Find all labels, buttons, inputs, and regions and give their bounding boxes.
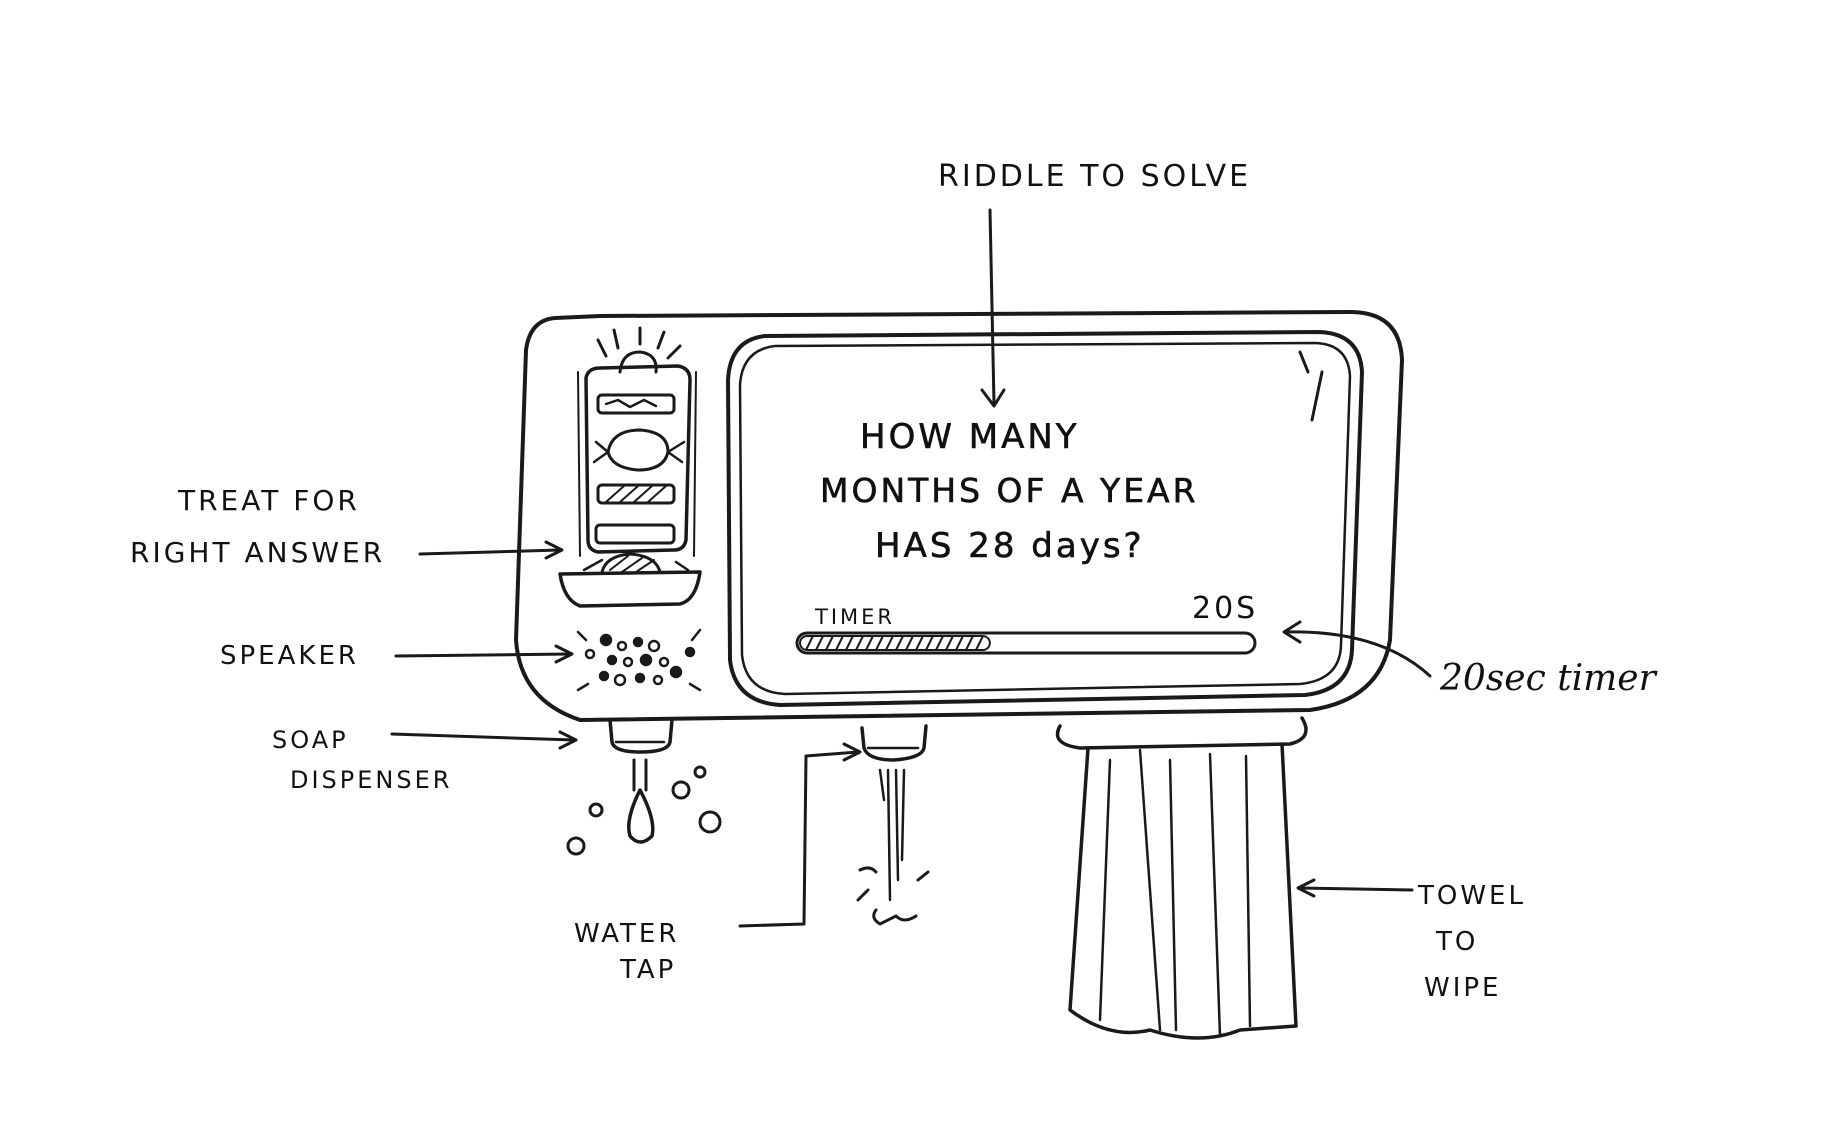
speaker-hole bbox=[606, 654, 618, 666]
label-soap-line-2: DISPENSER bbox=[290, 766, 452, 794]
speaker-hole bbox=[632, 636, 644, 648]
timer-fill-hatch bbox=[845, 635, 854, 651]
speaker-hole bbox=[639, 653, 653, 667]
water-splash bbox=[856, 866, 930, 926]
speaker-hole bbox=[658, 656, 670, 668]
timer-fill-hatch bbox=[805, 635, 814, 651]
speaker-hole bbox=[684, 646, 696, 658]
timer-fill-hatch bbox=[975, 635, 984, 651]
treat-dispenser bbox=[558, 326, 702, 608]
riddle-question-line-1: HOW MANY bbox=[860, 417, 1080, 457]
riddle-question-line-3: HAS 28 days? bbox=[875, 526, 1145, 566]
timer-fill-hatch bbox=[965, 635, 974, 651]
timer-progress-bar bbox=[795, 631, 1257, 655]
speaker-hole bbox=[622, 656, 634, 668]
timer-fill-hatch bbox=[905, 635, 914, 651]
timer-fill-hatch bbox=[925, 635, 934, 651]
speaker-hole bbox=[669, 665, 683, 679]
timer-fill-hatch bbox=[915, 635, 924, 651]
label-towel-line-2: TO bbox=[1435, 927, 1478, 957]
label-soap-line-1: SOAP bbox=[272, 726, 349, 754]
timer-label: TIMER bbox=[814, 605, 895, 629]
towel bbox=[1055, 716, 1308, 1040]
label-riddle-to-solve: RIDDLE TO SOLVE bbox=[938, 159, 1251, 194]
timer-fill-outline bbox=[799, 635, 991, 651]
label-treat-line-2: RIGHT ANSWER bbox=[130, 536, 385, 569]
speaker-hole bbox=[599, 633, 613, 647]
speaker-grille bbox=[576, 628, 702, 692]
label-water-line-2: TAP bbox=[619, 955, 676, 985]
timer-fill-hatch bbox=[865, 635, 874, 651]
soap-dispenser-nozzle bbox=[566, 718, 722, 856]
timer-fill-hatch bbox=[895, 635, 904, 651]
label-towel-line-3: WIPE bbox=[1424, 973, 1501, 1003]
timer-fill-hatch bbox=[825, 635, 834, 651]
label-20sec-timer: 20sec timer bbox=[1439, 658, 1658, 699]
riddle-screen: HOW MANY MONTHS OF A YEAR HAS 28 days? T… bbox=[726, 330, 1364, 707]
riddle-question-line-2: MONTHS OF A YEAR bbox=[820, 471, 1199, 510]
water-stream bbox=[878, 768, 906, 902]
timer-fill-hatch bbox=[815, 635, 824, 651]
treat-candy bbox=[600, 552, 662, 574]
speaker-hole bbox=[598, 670, 610, 682]
label-treat-line-1: TREAT FOR bbox=[177, 484, 360, 517]
label-speaker: SPEAKER bbox=[220, 641, 359, 671]
sound-lines bbox=[576, 628, 702, 692]
speaker-hole bbox=[652, 674, 664, 686]
speaker-hole bbox=[584, 648, 596, 660]
speaker-hole bbox=[634, 672, 646, 684]
treat-bowl bbox=[558, 570, 702, 608]
timer-fill-hatch bbox=[885, 635, 894, 651]
timer-fill-hatch bbox=[955, 635, 964, 651]
annotation-arrows bbox=[390, 208, 1432, 928]
timer-fill-hatch bbox=[945, 635, 954, 651]
label-towel-line-1: TOWEL bbox=[1417, 881, 1526, 911]
timer-fill-hatch bbox=[835, 635, 844, 651]
device-body bbox=[514, 310, 1404, 722]
speaker-hole bbox=[613, 673, 627, 687]
speaker-hole bbox=[647, 639, 661, 653]
water-tap bbox=[856, 724, 930, 926]
glare-mark bbox=[1298, 350, 1324, 422]
timer-value: 20S bbox=[1192, 591, 1258, 626]
timer-bar-track bbox=[795, 631, 1257, 655]
timer-fill-hatch bbox=[855, 635, 864, 651]
timer-fill-hatch bbox=[875, 635, 884, 651]
timer-fill-hatch bbox=[935, 635, 944, 651]
speaker-hole bbox=[616, 640, 628, 652]
timer-bar-fill bbox=[799, 635, 991, 651]
label-water-line-1: WATER bbox=[574, 919, 679, 949]
soap-drop bbox=[627, 788, 655, 844]
